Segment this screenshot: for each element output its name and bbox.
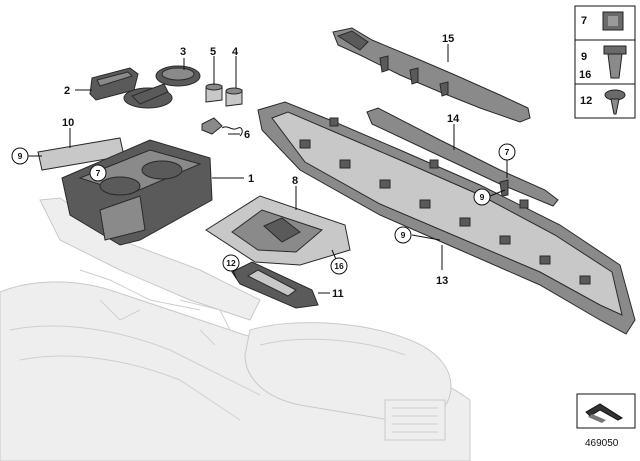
circled-callout-9-left: 9 xyxy=(11,147,29,165)
clip-nut-icon xyxy=(602,11,624,31)
callout-2: 2 xyxy=(64,85,70,97)
svg-text:9: 9 xyxy=(401,230,406,240)
part-8-bezel xyxy=(205,195,351,266)
circled-callout-9-strip: 9 xyxy=(473,188,491,206)
screw-icon xyxy=(604,89,626,115)
circled-callouts: 9 7 12 16 9 9 7 xyxy=(11,143,516,275)
callout-1: 1 xyxy=(248,173,254,185)
callout-6: 6 xyxy=(244,129,250,141)
callout-3: 3 xyxy=(180,46,186,58)
svg-text:7: 7 xyxy=(581,15,587,27)
svg-text:16: 16 xyxy=(334,261,344,271)
svg-text:7: 7 xyxy=(96,168,101,178)
svg-text:9: 9 xyxy=(18,151,23,161)
diagram-number: 469050 xyxy=(585,438,619,449)
callout-5: 5 xyxy=(210,46,216,58)
callout-15: 15 xyxy=(442,33,454,45)
part-callouts: 2 3 5 4 6 10 1 8 11 13 14 15 xyxy=(62,33,460,300)
circled-callout-16: 16 xyxy=(330,257,348,275)
callout-8: 8 xyxy=(292,175,298,187)
part-5-cap xyxy=(205,83,223,103)
part-11-bezel xyxy=(231,261,319,309)
svg-text:16: 16 xyxy=(579,69,591,81)
orientation-arrow-icon xyxy=(585,403,624,423)
callout-14: 14 xyxy=(447,113,460,125)
leader-lines xyxy=(28,44,508,294)
circled-callout-7-housing: 7 xyxy=(89,164,107,182)
part-6-socket xyxy=(201,117,243,137)
callout-10: 10 xyxy=(62,117,74,129)
svg-text:7: 7 xyxy=(505,147,510,157)
part-3-insert xyxy=(123,65,201,109)
part-14-strip xyxy=(366,107,559,207)
panel-13-clips xyxy=(299,117,591,285)
svg-text:9: 9 xyxy=(581,51,587,63)
legend-row-7: 7 xyxy=(581,11,624,31)
legend-row-12: 12 xyxy=(580,89,626,115)
circled-callout-12: 12 xyxy=(222,254,240,272)
fastener-legend: 7 9 16 12 xyxy=(574,5,636,119)
circled-callout-9-panel: 9 xyxy=(394,226,412,244)
circled-callout-7-strip: 7 xyxy=(498,143,516,161)
svg-text:12: 12 xyxy=(226,258,236,268)
svg-text:9: 9 xyxy=(480,192,485,202)
part-4-cap xyxy=(225,87,243,107)
orientation-box xyxy=(576,393,636,429)
callout-4: 4 xyxy=(232,46,239,58)
part-15-trim xyxy=(332,27,531,123)
console-ghost xyxy=(0,197,471,461)
svg-text:12: 12 xyxy=(580,95,592,107)
callout-11: 11 xyxy=(332,288,344,300)
callout-13: 13 xyxy=(436,275,448,287)
part-2-tray xyxy=(89,67,139,101)
expanding-rivet-icon xyxy=(603,45,627,79)
legend-row-9-16: 9 16 xyxy=(579,45,627,81)
part-13-panel xyxy=(257,101,636,335)
